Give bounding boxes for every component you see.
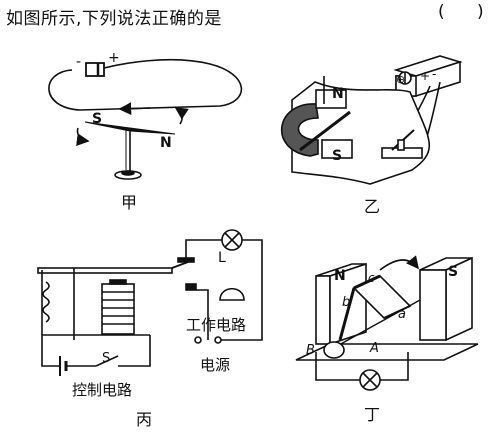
jia-current-arrow (118, 102, 151, 116)
ding-base (295, 343, 479, 361)
yi-board (291, 81, 431, 185)
ding-shaft (329, 299, 421, 351)
yi-plus-label: + (420, 69, 430, 83)
figure-ding (295, 255, 479, 391)
yi-u-magnet (281, 76, 353, 159)
ding-c-label: c (368, 271, 375, 285)
bing-terminal-1 (194, 336, 202, 344)
jia-battery (85, 62, 105, 77)
bing-work-wire-3 (196, 289, 209, 340)
ding-north-label: N (334, 268, 346, 284)
bing-lamp-label: L (218, 250, 226, 266)
jia-compass (76, 107, 189, 180)
jia-plus-label: + (108, 50, 120, 66)
jia-minus-label: - (76, 54, 81, 70)
bing-work-wire-1 (185, 239, 222, 258)
ding-south-label: S (448, 264, 458, 280)
bing-control-switch (95, 355, 119, 367)
bing-lower-contact (185, 283, 197, 291)
ding-wire-left (315, 352, 360, 381)
figure-yi (281, 55, 463, 185)
yi-conductor-rod (299, 110, 351, 152)
ding-b-label: b (342, 295, 350, 310)
jia-wire-loop (48, 58, 243, 111)
jia-rotation-arrow-right (174, 107, 189, 125)
bing-control-wire-3 (118, 335, 151, 367)
bing-control-circuit-label: 控制电路 (72, 381, 132, 399)
bing-contact-arm (171, 261, 189, 269)
bing-control-wire-1 (41, 335, 60, 367)
jia-rotation-arrow-left (76, 127, 90, 146)
yi-north-label: N (332, 86, 344, 102)
jia-north-label: N (160, 135, 172, 151)
answer-bracket: ( ) (438, 2, 484, 22)
bing-spring (42, 281, 50, 323)
bing-upper-contact (177, 257, 195, 263)
bing-work-wire-2 (218, 239, 263, 341)
ding-A-label: A (369, 341, 379, 356)
ding-wire-right (380, 352, 409, 381)
yi-south-label: S (332, 148, 342, 164)
yi-caption: 乙 (364, 197, 380, 216)
jia-south-label: S (92, 111, 102, 127)
ding-a-label: a (398, 307, 406, 322)
bing-terminal-2 (214, 336, 222, 344)
yi-meter-glyph: ⊕ (396, 73, 405, 86)
ding-magnet-south (419, 256, 473, 342)
ding-B-label: B (306, 343, 315, 358)
bing-caption: 丙 (136, 410, 152, 429)
question-text: 如图所示,下列说法正确的是 (6, 9, 222, 29)
bing-work-circuit-label: 工作电路 (186, 316, 246, 334)
bing-bell (219, 287, 245, 301)
bing-armature (37, 267, 173, 274)
ding-caption: 丁 (364, 405, 380, 424)
ding-lamp (359, 369, 381, 391)
bing-power-label: 电源 (200, 356, 230, 374)
bing-switch-label: S (102, 351, 110, 366)
figure-jia (48, 58, 243, 180)
yi-switch (381, 129, 423, 159)
bing-electromagnet (73, 268, 135, 340)
figure-bing (37, 229, 263, 376)
ding-magnet-north (315, 262, 367, 346)
ding-commutator (323, 341, 345, 359)
jia-caption: 甲 (121, 193, 137, 212)
ding-rotation-arrow (379, 255, 420, 271)
bing-lamp (221, 229, 243, 251)
yi-minus-label: - (432, 67, 436, 81)
